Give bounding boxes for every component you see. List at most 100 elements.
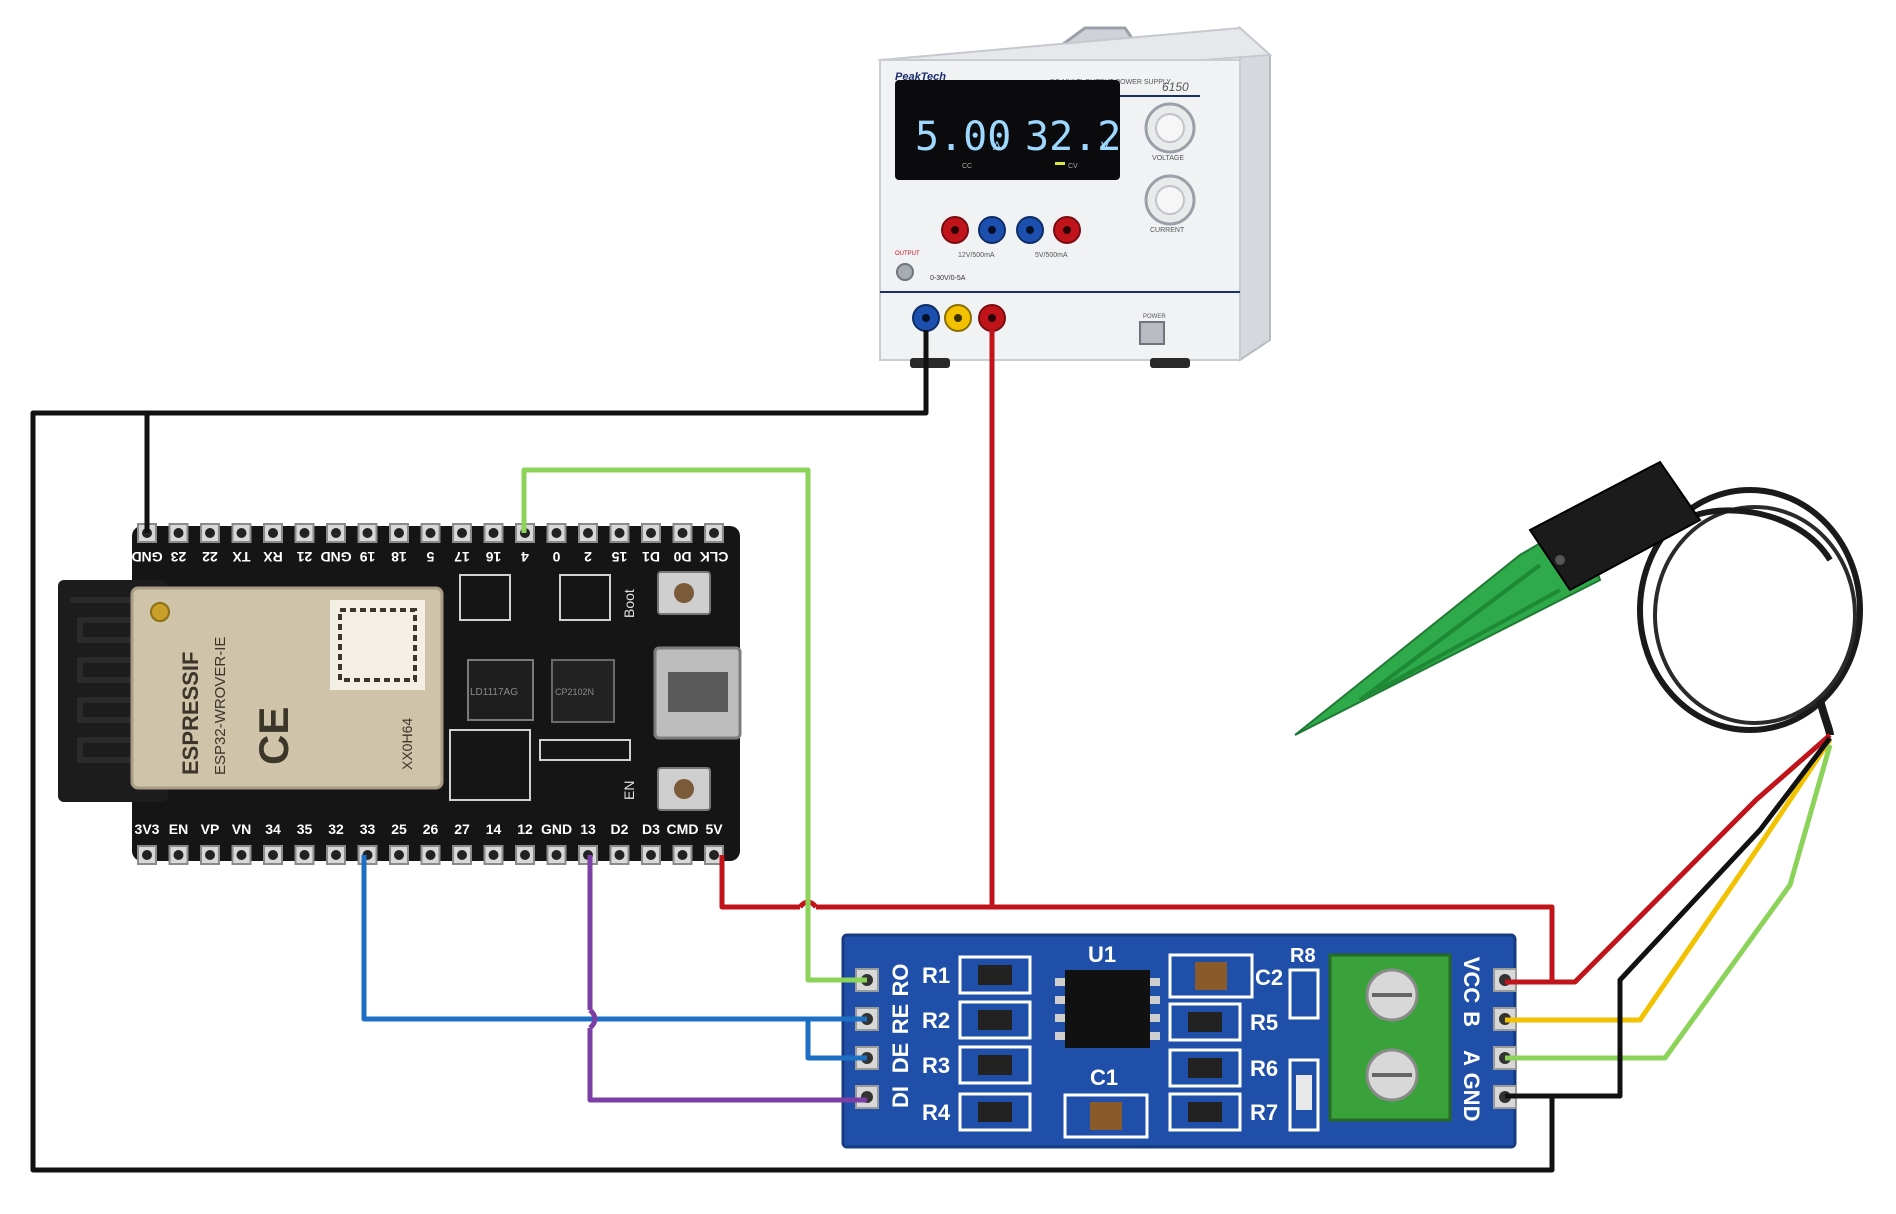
esp32-pin-hole <box>457 850 467 860</box>
sensor-cable-end <box>1816 699 1834 736</box>
chip-pin <box>1055 1014 1065 1022</box>
wire-sensor-gnd <box>1552 736 1832 1099</box>
current-knob-cap <box>1155 185 1185 215</box>
esp32-pin-label: 2 <box>584 549 592 565</box>
c2-outline <box>1168 953 1254 999</box>
module-qr-code <box>330 600 425 690</box>
resistor-label: R3 <box>922 1053 950 1078</box>
resistor-body <box>978 965 1012 985</box>
esp32-pin-hole <box>488 528 499 538</box>
esp32-pin-label: EN <box>169 821 188 837</box>
chip-pin <box>1150 1014 1160 1022</box>
rs485-pin-label: A <box>1459 1050 1484 1066</box>
wires <box>30 330 1833 1173</box>
resistor-outline <box>958 955 1032 995</box>
en-label: EN <box>621 781 637 800</box>
esp32-pin-label: 26 <box>423 821 439 837</box>
psu-side-panel <box>1239 25 1271 362</box>
chip-pin <box>1150 978 1160 986</box>
usb-opening <box>668 672 728 712</box>
psu-range-label: 0-30V/0-5A <box>930 275 966 282</box>
esp32-pin-hole <box>331 850 341 860</box>
psu-voltage-unit: V <box>1101 139 1109 153</box>
chip-pin <box>1150 996 1160 1004</box>
resistor-label: R4 <box>922 1100 951 1125</box>
regulator-text: LD1117AG <box>470 687 518 698</box>
esp32-pin-label: 16 <box>486 549 502 565</box>
esp32-pin-hole <box>236 528 247 538</box>
esp32-pin-label: 34 <box>265 821 281 837</box>
esp32-pin-hole <box>394 850 404 860</box>
esp32-pin-hole <box>425 850 436 860</box>
esp32-pin-hole <box>551 850 562 860</box>
esp32-pin-label: D2 <box>611 821 629 837</box>
chip-pins <box>1055 978 1160 1040</box>
transistor-q2 <box>559 574 611 621</box>
boot-label: Boot <box>621 589 637 618</box>
esp32-pin-hole <box>299 528 310 538</box>
ufl-connector <box>150 602 170 622</box>
power-switch[interactable] <box>1139 321 1165 345</box>
resistor-outline <box>958 1092 1032 1132</box>
resistor-body <box>978 1102 1012 1122</box>
wire-re-de-bridge <box>805 1019 867 1061</box>
esp32-pin-label: 19 <box>360 549 376 565</box>
ldo-regulator <box>467 659 534 721</box>
chip-pin <box>1150 1032 1160 1040</box>
en-button-cap <box>674 779 694 799</box>
resistor-body <box>1188 1012 1222 1032</box>
voltage-knob-label: VOLTAGE <box>1152 155 1184 162</box>
esp32-pin-hole <box>205 528 215 538</box>
module-code: XX0H64 <box>399 718 415 770</box>
esp32-pin-hole <box>268 528 278 538</box>
usb-chip-text: CP2102N <box>555 687 594 697</box>
esp32-pin-hole <box>394 528 404 538</box>
esp32-pin-label: GND <box>131 549 162 565</box>
resistor-outline <box>1168 1092 1242 1132</box>
esp32-pin-label: 14 <box>486 821 502 837</box>
voltage-knob-cap <box>1155 113 1185 143</box>
sensor-cable-coil <box>1637 487 1863 733</box>
esp32-pin-hole <box>488 850 499 860</box>
probe-trace <box>1358 563 1561 702</box>
esp32-pin-hole <box>583 528 593 538</box>
psu-cv-label: CV <box>1068 163 1078 170</box>
rs485-pin-label: DI <box>888 1086 913 1108</box>
qr-pattern <box>338 608 417 682</box>
resistor-label: R7 <box>1250 1100 1278 1125</box>
esp32-pin-label: 13 <box>580 821 596 837</box>
resistor-body <box>978 1055 1012 1075</box>
esp32-pin-label: 23 <box>171 549 187 565</box>
psu-display <box>895 80 1120 180</box>
psu-voltage-readout: 32.2 <box>1025 114 1121 160</box>
wire-gpio4-ro <box>521 467 867 983</box>
psu-current-readout: 5.00 <box>915 114 1011 160</box>
usb-uart-chip <box>551 659 615 723</box>
esp32-pin-label: CMD <box>667 821 699 837</box>
esp32-pin-label: GND <box>320 549 351 565</box>
esp32-pin-hole <box>173 850 184 860</box>
rs485-pin-label: RO <box>888 964 913 997</box>
terminal-hole <box>988 314 996 322</box>
psu-cc-label: CC <box>962 163 972 170</box>
esp32-pin-hole <box>205 850 215 860</box>
esp32-pin-hole <box>709 528 719 538</box>
terminal-hole <box>954 314 962 322</box>
aux-terminal-hole <box>988 226 996 234</box>
output-switch[interactable] <box>896 263 914 281</box>
esp32-pin-hole <box>646 528 656 538</box>
module-name: ESP32-WROVER-IE <box>212 637 229 775</box>
esp32-pin-label: 32 <box>328 821 344 837</box>
led-outline <box>1288 1058 1320 1132</box>
esp32-pin-label: VN <box>232 821 251 837</box>
rs485-pin-label: GND <box>1459 1073 1484 1122</box>
rs485-pin-label: RE <box>888 1004 913 1035</box>
aux-terminals: 12V/500mA 5V/500mA <box>941 216 1081 259</box>
esp32-pin-hole <box>299 850 310 860</box>
wire-sensor-a <box>1505 744 1833 1061</box>
esp32-pin-hole <box>614 850 625 860</box>
psu-foot <box>1150 358 1190 368</box>
